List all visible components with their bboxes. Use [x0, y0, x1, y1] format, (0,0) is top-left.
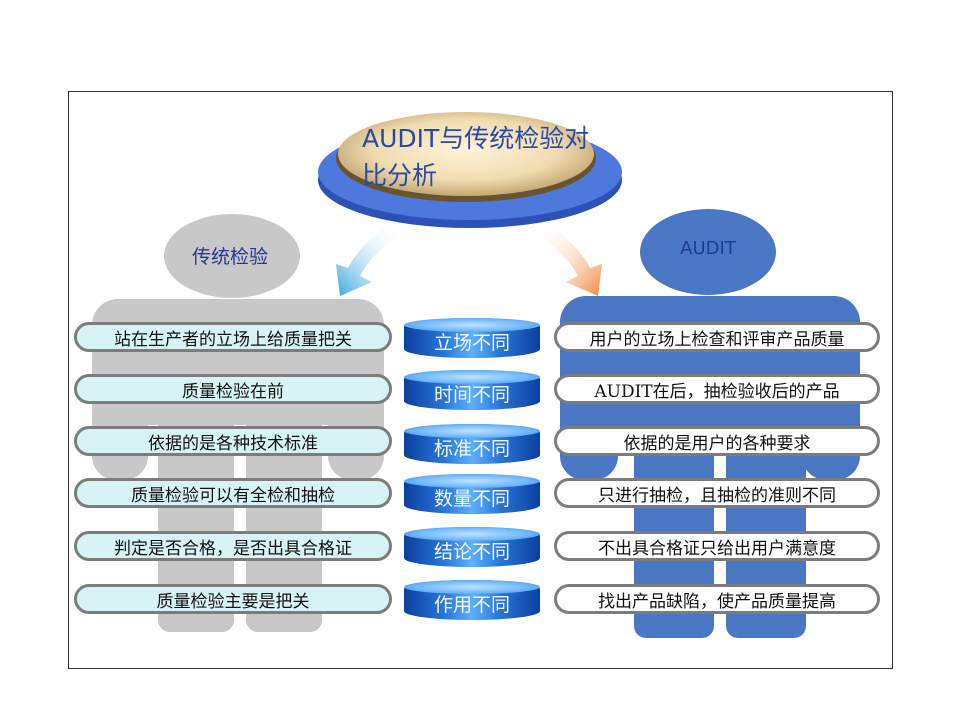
left-header: 传统检验 — [191, 246, 268, 268]
left-item: 判定是否合格，是否出具合格证 — [74, 531, 392, 561]
left-item: 质量检验主要是把关 — [74, 584, 392, 614]
right-item: 不出具合格证只给出用户满意度 — [554, 531, 880, 561]
center-label: 数量不同 — [433, 488, 510, 510]
gray-figure — [92, 214, 384, 632]
center-cylinder: 数量不同 — [404, 474, 540, 514]
center-label: 作用不同 — [433, 594, 510, 616]
right-item: 用户的立场上检查和评审产品质量 — [554, 322, 880, 352]
center-label: 时间不同 — [433, 384, 510, 406]
center-cylinder: 立场不同 — [404, 318, 540, 358]
left-item: 站在生产者的立场上给质量把关 — [74, 322, 392, 352]
title-disc — [318, 112, 622, 228]
center-cylinder: 时间不同 — [404, 370, 540, 410]
left-item: 依据的是各种技术标准 — [74, 426, 392, 456]
arrow-right-icon — [540, 226, 602, 296]
right-item: 找出产品缺陷，使产品质量提高 — [554, 584, 880, 614]
center-label: 标准不同 — [433, 438, 510, 460]
left-item: 质量检验在前 — [74, 374, 392, 404]
center-cylinder: 结论不同 — [404, 527, 540, 567]
center-label: 立场不同 — [433, 332, 510, 354]
arrow-left-icon — [336, 226, 398, 296]
right-item: AUDIT在后，抽检验收后的产品 — [554, 374, 880, 404]
right-item: 依据的是用户的各种要求 — [554, 426, 880, 456]
center-cylinder: 作用不同 — [404, 580, 540, 620]
diagram-title: AUDIT与传统检验对比分析 — [362, 124, 590, 190]
right-header: AUDIT — [680, 238, 736, 259]
center-label: 结论不同 — [433, 541, 510, 563]
blue-figure — [560, 209, 860, 638]
left-item: 质量检验可以有全检和抽检 — [74, 478, 392, 508]
right-item: 只进行抽检，且抽检的准则不同 — [554, 478, 880, 508]
center-cylinder: 标准不同 — [404, 424, 540, 464]
